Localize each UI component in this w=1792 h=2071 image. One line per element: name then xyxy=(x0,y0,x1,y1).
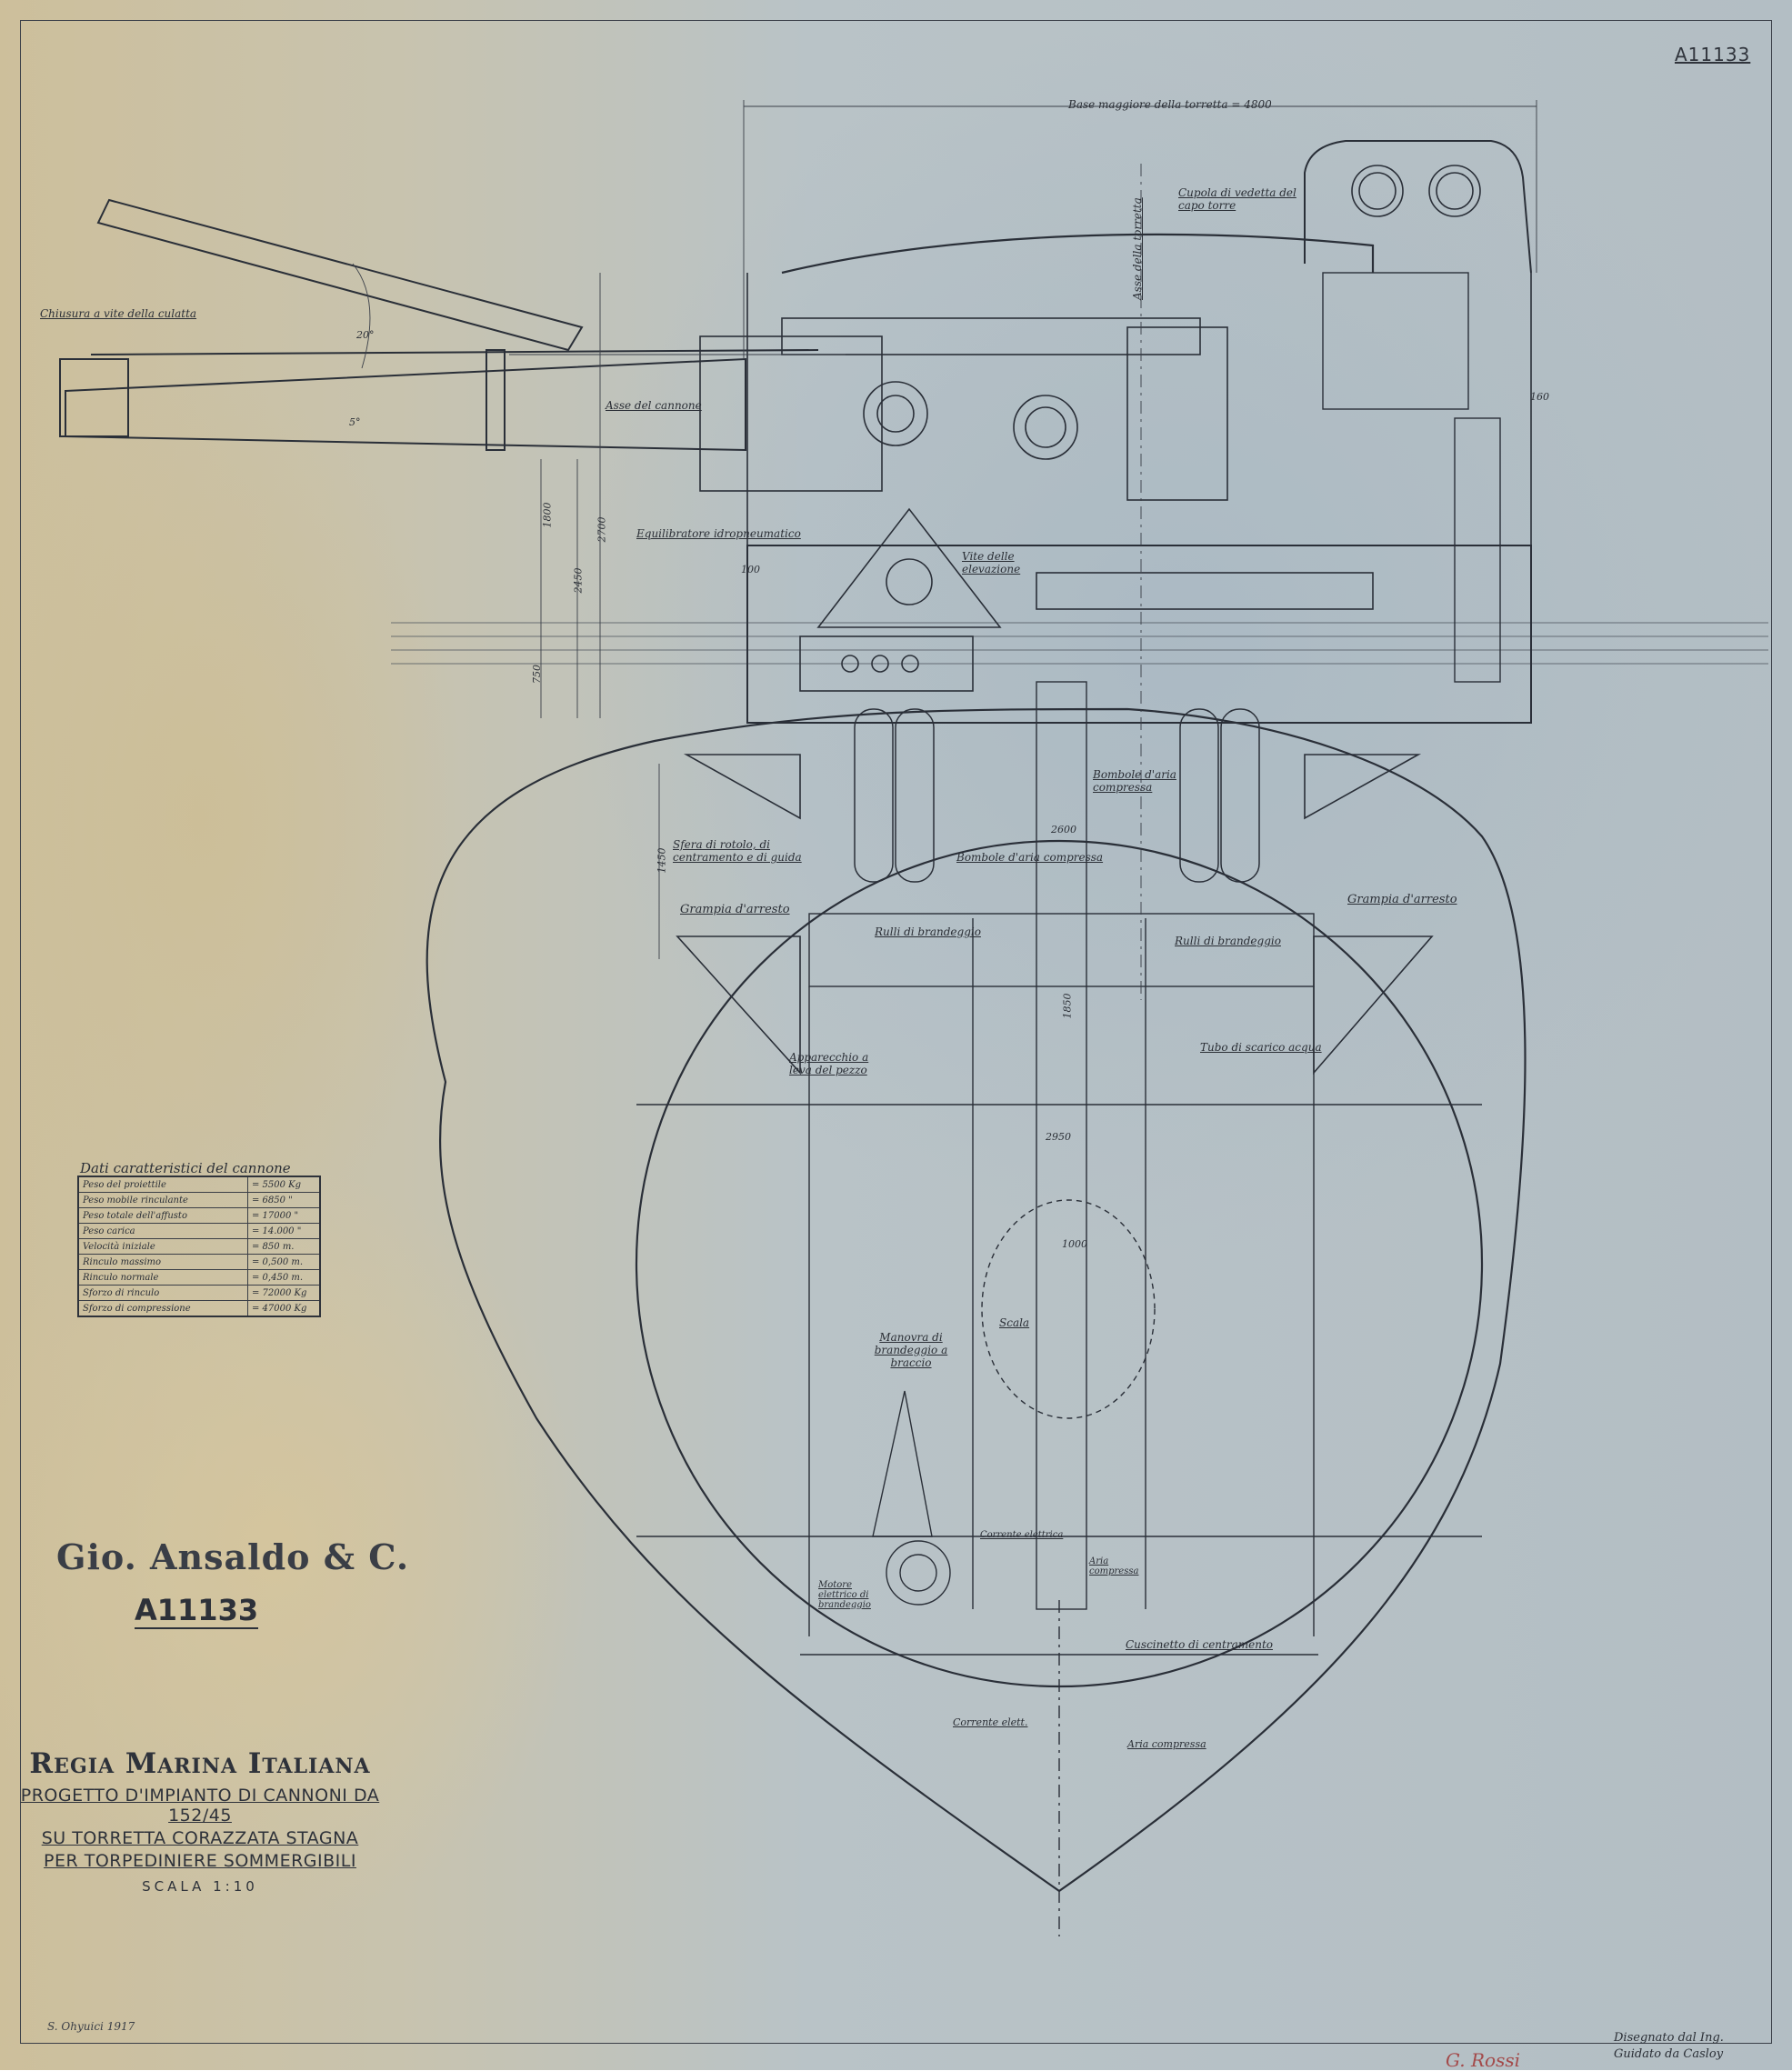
label-ladder: Scala xyxy=(999,1316,1030,1329)
spec-row: Rinculo massimo= 0,500 m. xyxy=(77,1254,321,1270)
signature-middle: G. Rossi xyxy=(1446,2049,1521,2071)
dim-2450: 2450 xyxy=(572,567,585,594)
internal-structure xyxy=(636,913,1482,1936)
drawing-number-main: A11133 xyxy=(135,1593,259,1629)
signature-right-line-1: Disegnato dal Ing. xyxy=(1614,2031,1724,2045)
label-roller-path: Sfera di rotolo, di centramento e di gui… xyxy=(673,838,802,864)
signature-left: S. Ohyuici 1917 xyxy=(47,2020,135,2033)
dim-2950: 2950 xyxy=(1046,1131,1071,1143)
signature-right: Disegnato dal Ing. Guidato da Casloy xyxy=(1614,2030,1724,2063)
dim-1800: 1800 xyxy=(541,502,554,528)
ladders xyxy=(1036,272,1501,1610)
label-motor: Motore elettrico di brandeggio xyxy=(818,1580,871,1610)
label-rollers-right: Rulli di brandeggio xyxy=(1175,935,1281,947)
company-name: Gio. Ansaldo & C. xyxy=(56,1536,410,1577)
label-training-gear: Apparecchio a leva del pezzo xyxy=(789,1051,869,1076)
dim-elev-5: 5° xyxy=(349,416,361,428)
spec-row: Velocità iniziale= 850 m. xyxy=(77,1238,321,1255)
spec-label: Peso totale dell'affusto xyxy=(77,1207,248,1224)
spec-row: Peso mobile rinculante= 6850 " xyxy=(77,1192,321,1208)
spec-label: Sforzo di compressione xyxy=(77,1300,248,1317)
dim-2600: 2600 xyxy=(1051,824,1076,835)
spec-label: Rinculo massimo xyxy=(77,1254,248,1270)
title-line-3: PER TORPEDINIERE SOMMERGIBILI xyxy=(44,1851,356,1871)
spec-label: Sforzo di rinculo xyxy=(77,1285,248,1301)
navy-name: Regia Marina Italiana xyxy=(29,1747,371,1780)
cupola-port-left xyxy=(1351,165,1404,217)
label-gun-axis: Asse del cannone xyxy=(606,399,702,412)
gun-barrel xyxy=(59,198,819,452)
hull-outline xyxy=(425,707,1527,1893)
spec-label: Peso del proiettile xyxy=(77,1176,248,1193)
dimension-lines xyxy=(352,100,1537,1000)
spec-value: = 72000 Kg xyxy=(247,1285,321,1301)
label-hand-training: Manovra di brandeggio a braccio xyxy=(874,1331,948,1369)
title-line-2: SU TORRETTA CORAZZATA STAGNA xyxy=(41,1828,359,1848)
label-equilibrator: Equilibratore idropneumatico xyxy=(636,527,801,540)
spec-label: Peso mobile rinculante xyxy=(77,1192,248,1208)
dim-1000: 1000 xyxy=(1062,1238,1087,1250)
label-turret-base: Base maggiore della torretta = 4800 xyxy=(1068,98,1272,111)
spec-value: = 0,500 m. xyxy=(247,1254,321,1270)
cupola-port-left-inner xyxy=(1358,172,1397,210)
spec-label: Rinculo normale xyxy=(77,1269,248,1286)
roller-brackets xyxy=(676,754,1434,1076)
spec-row: Sforzo di compressione= 47000 Kg xyxy=(77,1300,321,1317)
cupola-port-right-inner xyxy=(1436,172,1474,210)
scale-text: SCALA 1:10 xyxy=(142,1878,258,1895)
dim-750: 750 xyxy=(531,665,543,684)
label-air-bottles: Bombole d'aria compressa xyxy=(1093,768,1176,794)
label-air-bottles-2: Bombole d'aria compressa xyxy=(956,851,1104,864)
spec-row: Sforzo di rinculo= 72000 Kg xyxy=(77,1285,321,1301)
label-elevating-gear: Vite delle elevazione xyxy=(962,550,1021,575)
spec-value: = 14.000 " xyxy=(247,1223,321,1239)
label-rollers-left: Rulli di brandeggio xyxy=(875,925,981,938)
spec-value: = 47000 Kg xyxy=(247,1300,321,1317)
spec-row: Peso carica= 14.000 " xyxy=(77,1223,321,1239)
cupola xyxy=(1304,140,1532,274)
dim-160: 160 xyxy=(1530,391,1549,403)
border-frame xyxy=(20,20,1772,2044)
dim-2700: 2700 xyxy=(596,516,608,543)
spec-label: Peso carica xyxy=(77,1223,248,1239)
air-bottles xyxy=(854,708,1260,883)
label-electric-current: Corrente elettrica xyxy=(980,1530,1064,1540)
label-compressed-air: Aria compressa xyxy=(1089,1556,1139,1576)
spec-value: = 5500 Kg xyxy=(247,1176,321,1193)
label-air-2: Aria compressa xyxy=(1127,1738,1206,1750)
spec-row: Peso del proiettile= 5500 Kg xyxy=(77,1176,321,1193)
spec-value: = 6850 " xyxy=(247,1192,321,1208)
label-water-drain: Tubo di scarico acqua xyxy=(1200,1041,1322,1054)
title-block: Regia Marina Italiana PROGETTO D'IMPIANT… xyxy=(18,1747,382,1895)
dim-1850: 1850 xyxy=(1061,993,1074,1019)
label-current-2: Corrente elett. xyxy=(953,1716,1028,1728)
spec-row: Peso totale dell'affusto= 17000 " xyxy=(77,1207,321,1224)
label-clamp-right: Grampia d'arresto xyxy=(1347,893,1457,906)
waterline xyxy=(391,622,1768,665)
spec-label: Velocità iniziale xyxy=(77,1238,248,1255)
spec-row: Rinculo normale= 0,450 m. xyxy=(77,1269,321,1286)
dim-1450: 1450 xyxy=(656,847,668,874)
spec-table-title: Dati caratteristici del cannone xyxy=(80,1160,291,1176)
title-line-1: PROGETTO D'IMPIANTO DI CANNONI DA 152/45 xyxy=(20,1786,380,1826)
spec-value: = 850 m. xyxy=(247,1238,321,1255)
label-centering: Cuscinetto di centramento xyxy=(1126,1638,1273,1651)
label-breech: Chiusura a vite della culatta xyxy=(40,307,197,320)
label-cupola: Cupola di vedetta del capo torre xyxy=(1178,186,1296,212)
spec-value: = 17000 " xyxy=(247,1207,321,1224)
signature-right-line-2: Guidato da Casloy xyxy=(1614,2047,1724,2061)
dim-100: 100 xyxy=(741,564,760,575)
spec-value: = 0,450 m. xyxy=(247,1269,321,1286)
gun-mount xyxy=(699,317,1374,692)
turret-roof xyxy=(781,233,1375,275)
label-clamp-left: Grampia d'arresto xyxy=(680,903,790,916)
cupola-port-right xyxy=(1428,165,1481,217)
pressure-hull xyxy=(635,839,1484,1688)
drawing-number-corner: A11133 xyxy=(1675,44,1751,65)
label-turret-axis: Asse della torretta xyxy=(1131,197,1144,300)
dim-elev-20: 20° xyxy=(356,329,375,341)
